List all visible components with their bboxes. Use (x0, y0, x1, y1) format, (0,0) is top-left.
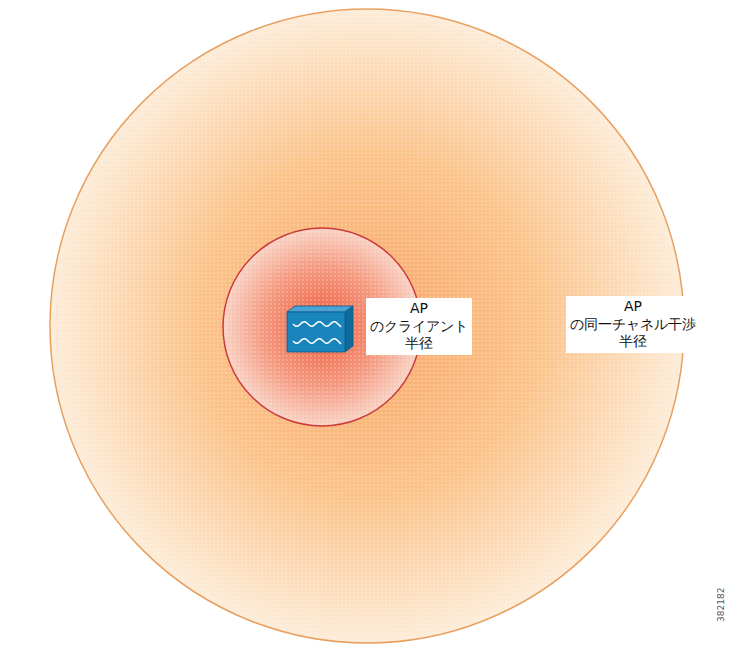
interference-circle: AP のクライアント 半径AP の同一チャネル干渉 半径 (49, 8, 685, 644)
client-circle: AP のクライアント 半径 (222, 227, 422, 427)
radius-label: AP の同一チャネル干渉 半径 (566, 296, 700, 353)
radius-label: AP のクライアント 半径 (366, 298, 472, 355)
figure-number: 382182 (716, 588, 726, 622)
